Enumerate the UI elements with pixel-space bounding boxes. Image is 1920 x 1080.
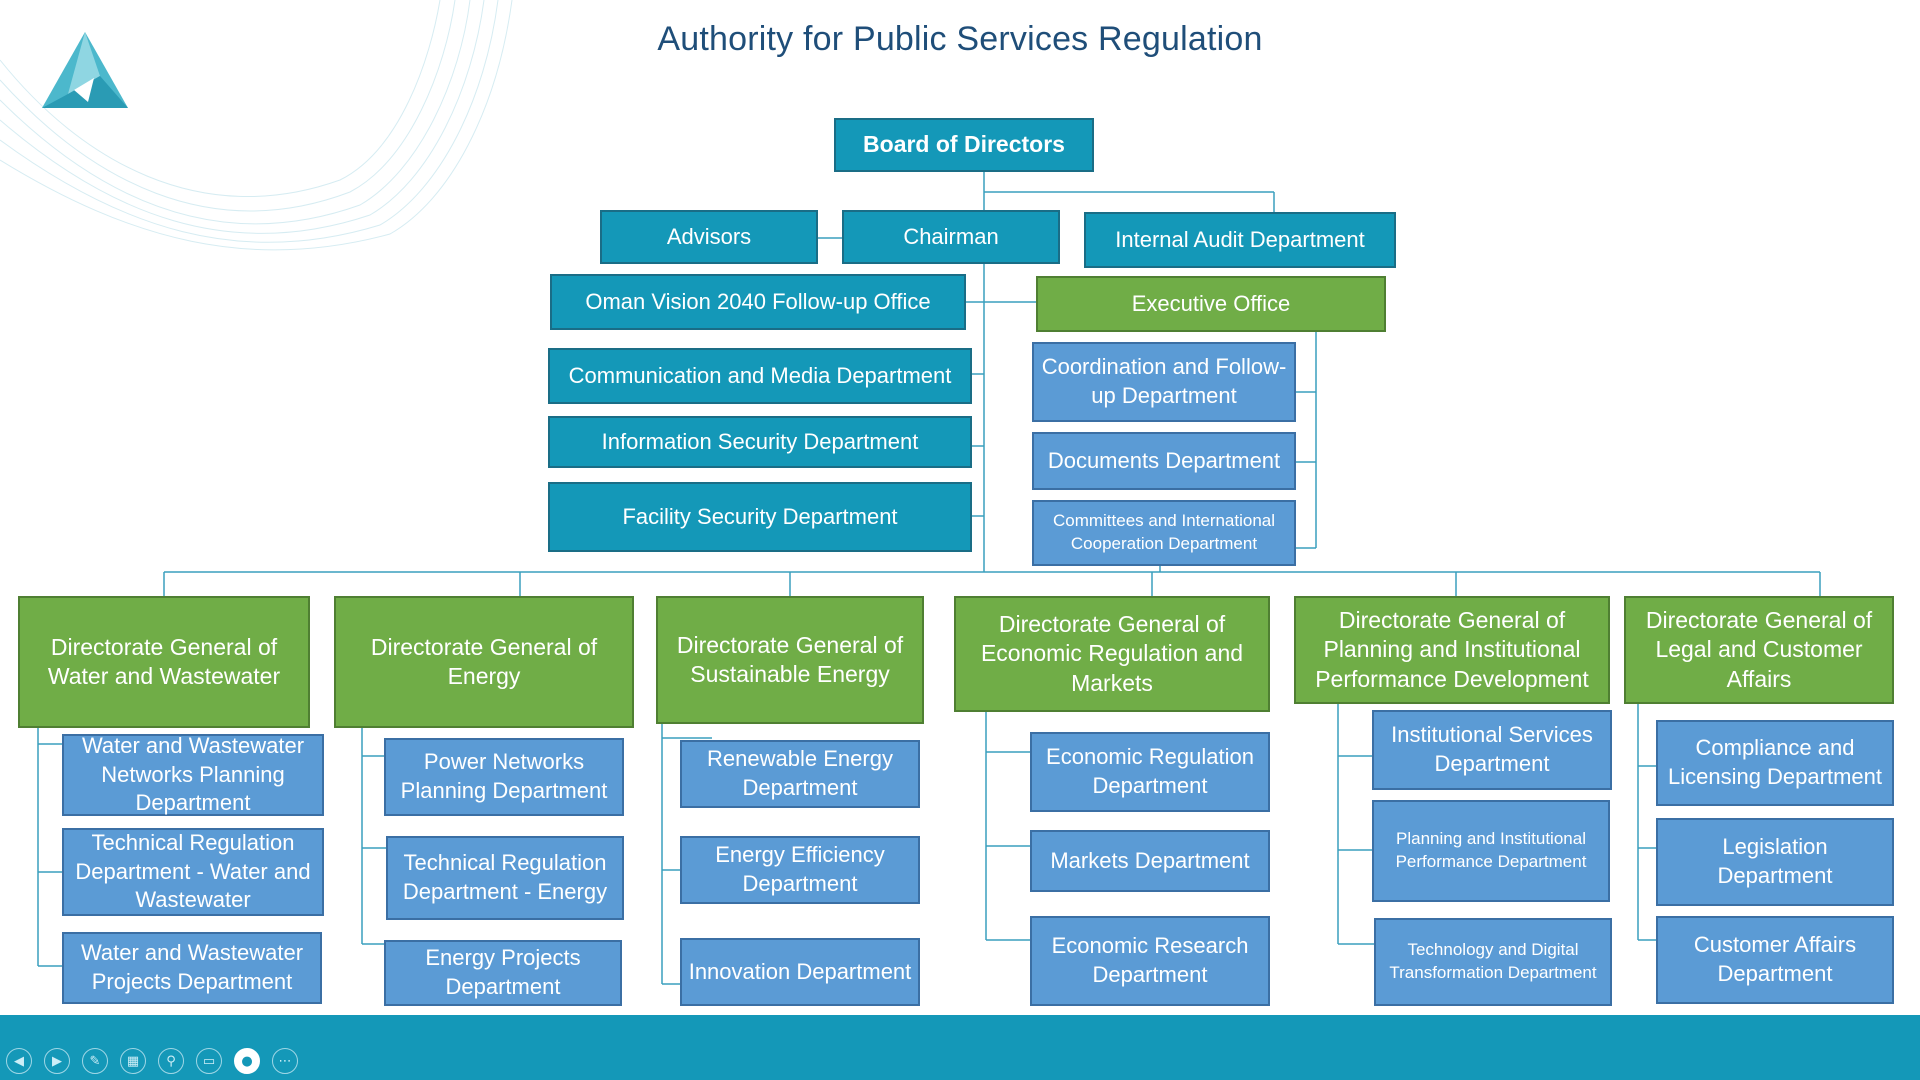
slides-icon[interactable]: ▦ xyxy=(120,1048,146,1074)
vision-2040-office-box: Oman Vision 2040 Follow-up Office xyxy=(550,274,966,330)
subtitles-icon[interactable]: ▭ xyxy=(196,1048,222,1074)
coordination-followup-box: Coordination and Follow-up Department xyxy=(1032,342,1296,422)
dept-economic-research-box: Economic Research Department xyxy=(1030,916,1270,1006)
dg-economic-regulation-box: Directorate General of Economic Regulati… xyxy=(954,596,1270,712)
dept-energy-projects-box: Energy Projects Department xyxy=(384,940,622,1006)
dg-legal-customer-box: Directorate General of Legal and Custome… xyxy=(1624,596,1894,704)
presentation-bottom-bar xyxy=(0,1015,1920,1080)
advisors-box: Advisors xyxy=(600,210,818,264)
dept-customer-affairs-box: Customer Affairs Department xyxy=(1656,916,1894,1004)
documents-box: Documents Department xyxy=(1032,432,1296,490)
dept-technical-regulation-energy-box: Technical Regulation Department - Energy xyxy=(386,836,624,920)
information-security-box: Information Security Department xyxy=(548,416,972,468)
dept-energy-efficiency-box: Energy Efficiency Department xyxy=(680,836,920,904)
more-icon[interactable]: ⋯ xyxy=(272,1048,298,1074)
zoom-icon[interactable]: ⚲ xyxy=(158,1048,184,1074)
facility-security-box: Facility Security Department xyxy=(548,482,972,552)
dg-water-wastewater-box: Directorate General of Water and Wastewa… xyxy=(18,596,310,728)
dept-technical-regulation-water-box: Technical Regulation Department - Water … xyxy=(62,828,324,916)
dg-energy-box: Directorate General of Energy xyxy=(334,596,634,728)
dg-sustainable-energy-box: Directorate General of Sustainable Energ… xyxy=(656,596,924,724)
dept-power-networks-planning-box: Power Networks Planning Department xyxy=(384,738,624,816)
triangle-logo-icon xyxy=(42,32,128,108)
dept-innovation-box: Innovation Department xyxy=(680,938,920,1006)
dept-water-projects-box: Water and Wastewater Projects Department xyxy=(62,932,322,1004)
previous-icon[interactable]: ◀ xyxy=(6,1048,32,1074)
dept-planning-institutional-performance-box: Planning and Institutional Performance D… xyxy=(1372,800,1610,902)
next-icon[interactable]: ▶ xyxy=(44,1048,70,1074)
dg-planning-performance-box: Directorate General of Planning and Inst… xyxy=(1294,596,1610,704)
dept-compliance-licensing-box: Compliance and Licensing Department xyxy=(1656,720,1894,806)
board-of-directors-box: Board of Directors xyxy=(834,118,1094,172)
dept-markets-box: Markets Department xyxy=(1030,830,1270,892)
dept-renewable-energy-box: Renewable Energy Department xyxy=(680,740,920,808)
camera-icon[interactable]: ● xyxy=(234,1048,260,1074)
dept-economic-regulation-box: Economic Regulation Department xyxy=(1030,732,1270,812)
pen-icon[interactable]: ✎ xyxy=(82,1048,108,1074)
dept-technology-digital-box: Technology and Digital Transformation De… xyxy=(1374,918,1612,1006)
dept-institutional-services-box: Institutional Services Department xyxy=(1372,710,1612,790)
internal-audit-box: Internal Audit Department xyxy=(1084,212,1396,268)
committees-cooperation-box: Committees and International Cooperation… xyxy=(1032,500,1296,566)
communication-media-box: Communication and Media Department xyxy=(548,348,972,404)
page-title: Authority for Public Services Regulation xyxy=(657,20,1263,58)
background-waves xyxy=(0,0,513,251)
executive-office-box: Executive Office xyxy=(1036,276,1386,332)
dept-water-networks-planning-box: Water and Wastewater Networks Planning D… xyxy=(62,733,324,816)
dept-legislation-box: Legislation Department xyxy=(1656,818,1894,906)
chairman-box: Chairman xyxy=(842,210,1060,264)
